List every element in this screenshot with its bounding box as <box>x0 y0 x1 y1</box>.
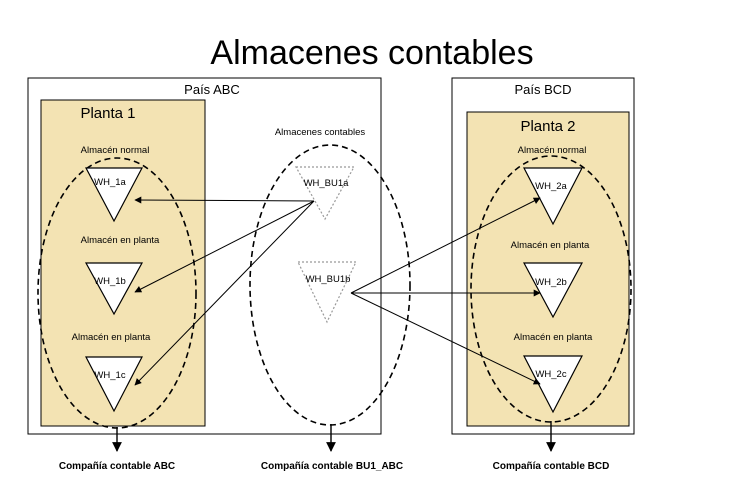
plant-2-label: Planta 2 <box>520 118 575 135</box>
wh-1a-label: WH_1a <box>94 177 126 188</box>
plant-1-label: Planta 1 <box>80 105 135 122</box>
wh-2a-label: WH_2a <box>535 181 567 192</box>
country-abc-label: País ABC <box>184 82 240 97</box>
wh-2a-triangle <box>523 167 583 226</box>
country-abc-box <box>27 77 382 435</box>
diagram-title: Almacenes contables <box>210 34 533 72</box>
plant-2-group-ellipse <box>470 155 632 423</box>
wh-2a-type-label: Almacén normal <box>518 145 587 156</box>
wh-bu1a-label: WH_BU1a <box>304 178 350 189</box>
company-bcd-label: Compañía contable BCD <box>493 461 610 472</box>
wh-bu1b-triangle <box>297 261 357 324</box>
arrow-bu1a-to-1c <box>134 200 315 386</box>
wh-1c-triangle <box>85 356 143 413</box>
country-bcd-box <box>451 77 635 435</box>
arrow-bu1a-to-1b <box>134 200 315 293</box>
arrow-bu1b-to-2c <box>350 292 541 385</box>
wh-2b-type-label: Almacén en planta <box>511 240 590 251</box>
wh-1b-label: WH_1b <box>94 276 126 287</box>
accounting-group-ellipse <box>249 144 411 426</box>
wh-bu1b-label: WH_BU1b <box>306 274 351 285</box>
arrow-bu1a-to-1a <box>134 196 315 204</box>
wh-bu1a-triangle <box>294 166 356 221</box>
wh-1a-triangle <box>85 167 143 223</box>
country-bcd-label: País BCD <box>514 82 571 97</box>
wh-2c-type-label: Almacén en planta <box>514 332 593 343</box>
wh-1a-type-label: Almacén normal <box>81 145 150 156</box>
company-abc-label: Compañía contable ABC <box>59 461 175 472</box>
wh-1b-type-label: Almacén en planta <box>81 235 160 246</box>
wh-1c-label: WH_1c <box>94 370 125 381</box>
wh-2c-label: WH_2c <box>535 369 566 380</box>
accounting-group-label: Almacenes contables <box>275 127 366 138</box>
arrow-bu1b-to-2a <box>350 197 541 294</box>
company-bu1-abc-label: Compañía contable BU1_ABC <box>261 461 403 472</box>
wh-2b-label: WH_2b <box>535 277 567 288</box>
wh-1b-triangle <box>84 262 144 316</box>
wh-1c-type-label: Almacén en planta <box>72 332 151 343</box>
